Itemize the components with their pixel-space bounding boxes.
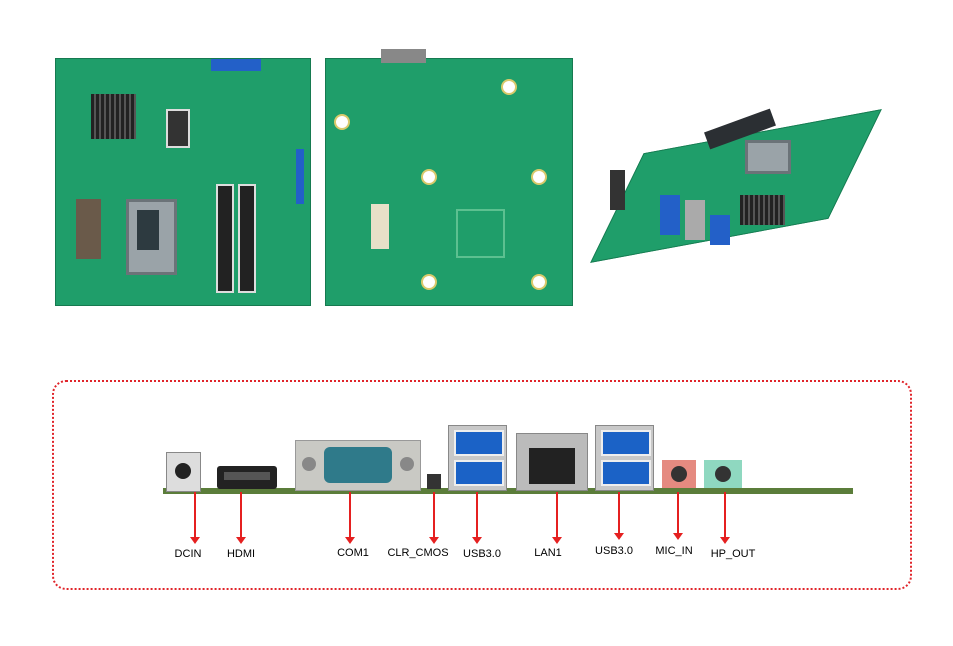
usb3-port-left [448,425,507,491]
hdmi-port [217,466,277,489]
sodimm-slot [238,184,256,293]
label-usb3-right: USB3.0 [595,545,633,557]
arrow-hdmi [236,492,246,544]
heatsink [91,94,136,139]
arrow-mic-in [673,492,683,540]
arrow-usb3-right [614,492,624,540]
hp-out-jack [704,460,742,488]
motherboard-back-photo [325,49,573,306]
label-clr-cmos: CLR_CMOS [387,547,449,559]
arrow-clr-cmos [429,492,439,544]
dcin-jack [166,452,201,492]
arrow-dcin [190,492,200,544]
io-panel-frame [52,380,912,590]
cpu-chip [126,199,177,275]
label-mic-in: MIC_IN [655,545,693,557]
label-hdmi: HDMI [226,548,256,560]
label-dcin: DCIN [174,548,202,560]
motherboard-front-photo [55,58,311,306]
arrow-com1 [345,492,355,544]
sodimm-slot [216,184,234,293]
m2-slot [166,109,190,148]
mic-in-jack [662,460,696,488]
lan1-port [516,433,588,491]
com1-port [295,440,421,491]
arrow-usb3-left [472,492,482,544]
clr-cmos-button [427,474,441,489]
label-hp-out: HP_OUT [710,548,756,560]
arrow-lan1 [552,492,562,544]
label-lan1: LAN1 [534,547,562,559]
arrow-hp-out [720,492,730,544]
label-usb3-left: USB3.0 [463,548,501,560]
motherboard-angled-photo [590,100,882,275]
pcb-edge [163,488,853,494]
usb3-port-right [595,425,654,491]
label-com1: COM1 [337,547,369,559]
